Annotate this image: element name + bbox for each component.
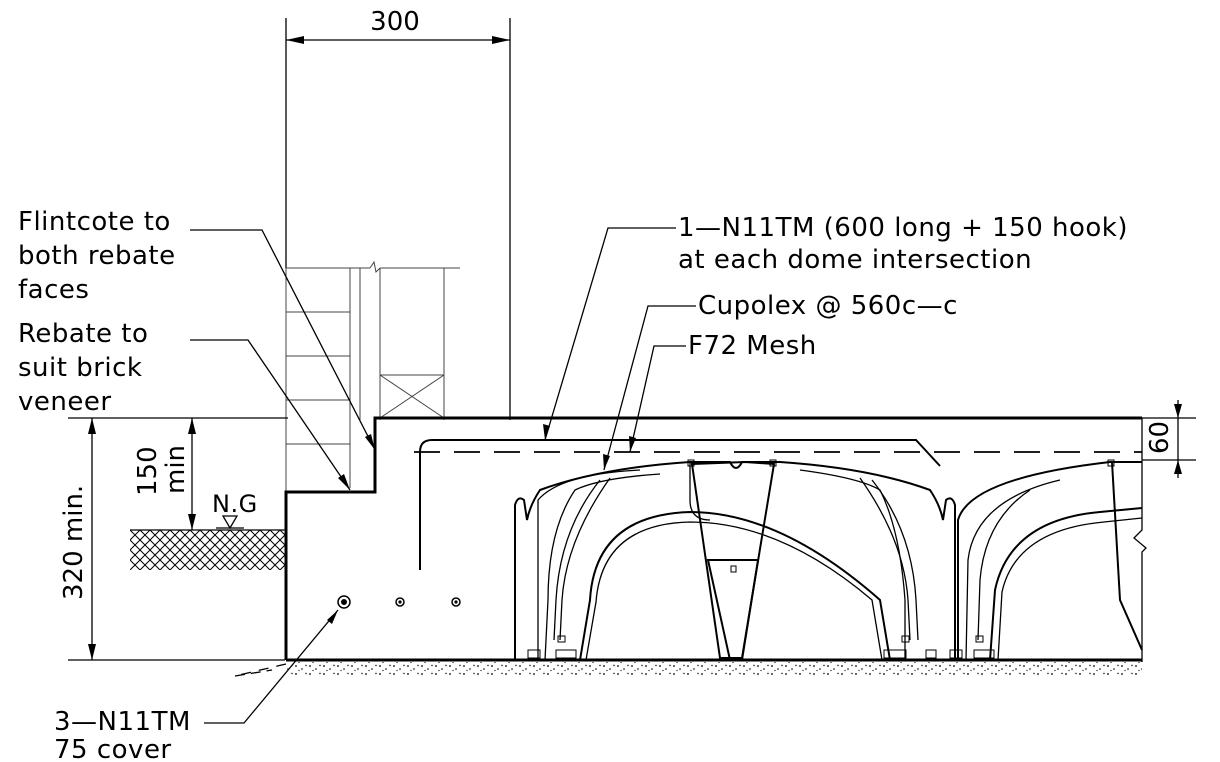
dimension-min-label: min xyxy=(161,445,191,494)
flintcote-label-line1: Flintcote to xyxy=(18,207,171,237)
annotations: Flintcote to both rebate faces Rebate to… xyxy=(18,207,1128,762)
rebate-label-line1: Rebate to xyxy=(18,319,148,349)
f72-mesh-label: F72 Mesh xyxy=(688,331,817,361)
natural-ground: N.G xyxy=(130,490,286,570)
flintcote-label-line3: faces xyxy=(18,275,89,305)
n11-hook-label-line1: 1—N11TM (600 long + 150 hook) xyxy=(678,213,1128,243)
edge-bars-label-line1: 3—N11TM xyxy=(54,707,191,737)
cupolex-domes xyxy=(514,418,1147,662)
dimension-300-label: 300 xyxy=(370,7,420,37)
dimension-320: 320 min. xyxy=(59,417,288,661)
flintcote-label-line2: both rebate xyxy=(18,241,176,271)
ng-label: N.G xyxy=(212,490,258,518)
gravel-base xyxy=(234,662,1142,677)
leaders xyxy=(190,227,696,724)
dimension-150: 150 min xyxy=(133,418,196,530)
edge-bar-hook xyxy=(419,439,941,570)
dimension-320-label: 320 min. xyxy=(59,485,89,600)
rebate-label-line3: veneer xyxy=(18,387,112,417)
cupolex-label: Cupolex @ 560c—c xyxy=(698,291,958,321)
n11-hook-label-line2: at each dome intersection xyxy=(678,245,1032,275)
edge-bars xyxy=(337,595,461,609)
brick-veneer-wall xyxy=(285,260,460,492)
dimension-60: 60 xyxy=(1142,400,1196,478)
slab-outline xyxy=(284,416,1142,662)
edge-bars-label-line2: 75 cover xyxy=(54,735,172,762)
dimension-150-label: 150 xyxy=(133,446,163,496)
dimension-300: 300 xyxy=(285,7,511,420)
dimension-60-label: 60 xyxy=(1145,421,1175,454)
rebate-label-line2: suit brick xyxy=(18,353,142,383)
